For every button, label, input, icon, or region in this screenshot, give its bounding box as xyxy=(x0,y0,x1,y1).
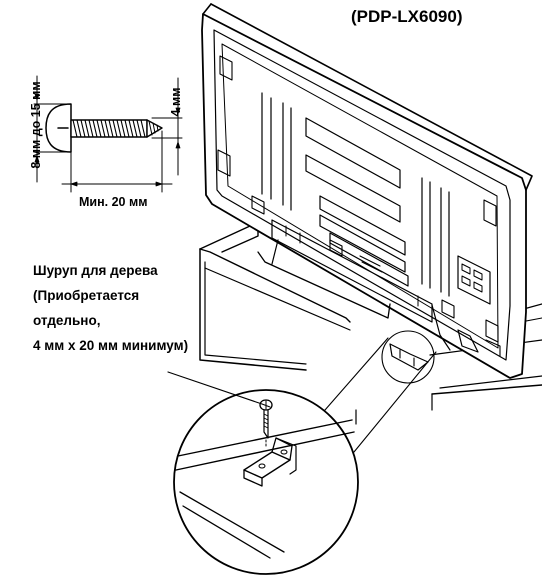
note-line-2: (Приобретается xyxy=(33,288,140,303)
screw-pointer xyxy=(167,371,263,405)
note-line-4: 4 мм x 20 мм минимум) xyxy=(33,338,189,353)
tv-panel xyxy=(201,3,533,379)
zoom-leader xyxy=(317,337,437,453)
zoom-detail xyxy=(173,389,359,575)
screw-thread xyxy=(72,119,146,138)
thread-dimension-line xyxy=(151,77,183,176)
note-line-3: отдельно, xyxy=(33,313,101,328)
zoom-focus-ring xyxy=(381,330,435,384)
length-dimension-line xyxy=(61,130,173,193)
model-label: (PDP-LX6090) xyxy=(351,7,463,26)
head-dimension-label: 8 мм до 15 мм xyxy=(29,81,43,169)
screw-shank xyxy=(70,119,148,138)
screw-detail xyxy=(33,75,183,193)
screw-note: Шуруп для дерева (Приобретается отдельно… xyxy=(33,258,188,358)
note-line-1: Шуруп для дерева xyxy=(33,263,158,278)
stand-clip xyxy=(389,343,429,371)
thread-dimension-label: 4 мм xyxy=(169,87,183,117)
tv-outline xyxy=(201,13,527,379)
length-dimension-label: Мин. 20 мм xyxy=(79,195,148,209)
